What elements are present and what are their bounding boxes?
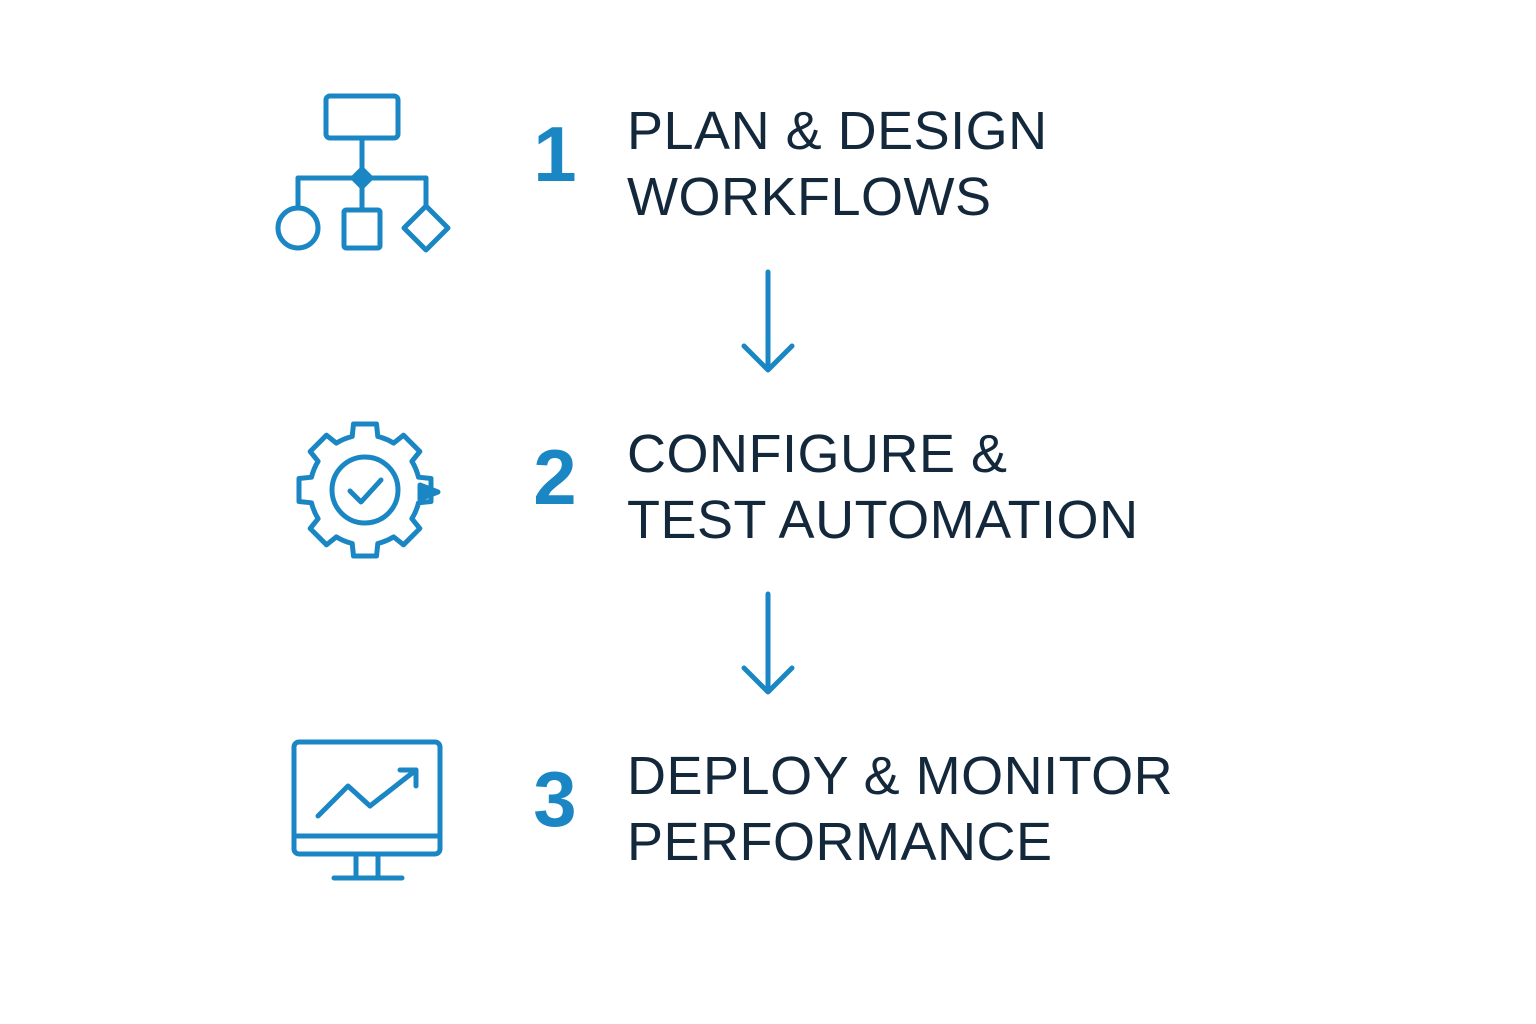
step-title-line: TEST AUTOMATION (627, 490, 1139, 550)
step-3: 3 DEPLOY & MONITOR PERFORMANCE (0, 726, 1536, 906)
step-title-line: PERFORMANCE (627, 812, 1053, 872)
arrow-down-icon (738, 590, 798, 700)
flowchart-icon (260, 88, 470, 268)
step-title: CONFIGURE & TEST AUTOMATION (627, 421, 1327, 553)
step-number: 1 (533, 110, 577, 198)
step-1: 1 PLAN & DESIGN WORKFLOWS (0, 88, 1536, 268)
step-title-line: WORKFLOWS (627, 167, 992, 227)
step-title: DEPLOY & MONITOR PERFORMANCE (627, 743, 1327, 875)
gear-check-icon (260, 405, 470, 585)
step-number: 3 (533, 755, 577, 843)
step-title: PLAN & DESIGN WORKFLOWS (627, 98, 1327, 230)
step-title-line: PLAN & DESIGN (627, 101, 1048, 161)
arrow-down-icon (738, 268, 798, 378)
step-title-line: CONFIGURE & (627, 424, 1008, 484)
step-number: 2 (533, 433, 577, 521)
step-2: 2 CONFIGURE & TEST AUTOMATION (0, 405, 1536, 585)
monitor-chart-icon (260, 726, 470, 906)
step-title-line: DEPLOY & MONITOR (627, 746, 1174, 806)
